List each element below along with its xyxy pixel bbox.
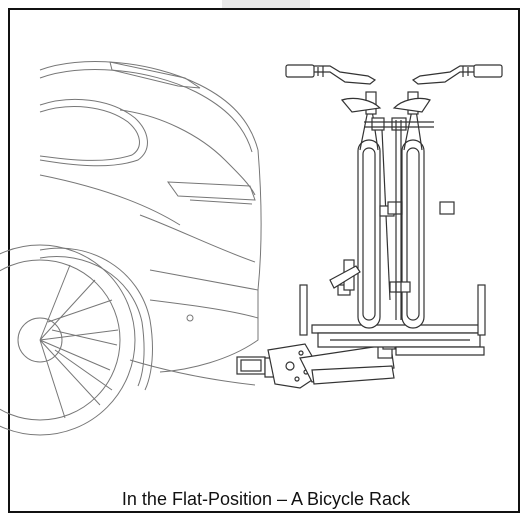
bicycle-2 — [340, 64, 503, 329]
figure-frame — [8, 8, 520, 513]
top-tab-decoration — [222, 0, 310, 10]
bicycle-rack — [299, 259, 486, 336]
car-rear — [0, 61, 262, 436]
hitch-mount — [236, 324, 485, 389]
figure-caption: In the Flat-Position – A Bicycle Rack — [121, 489, 411, 509]
